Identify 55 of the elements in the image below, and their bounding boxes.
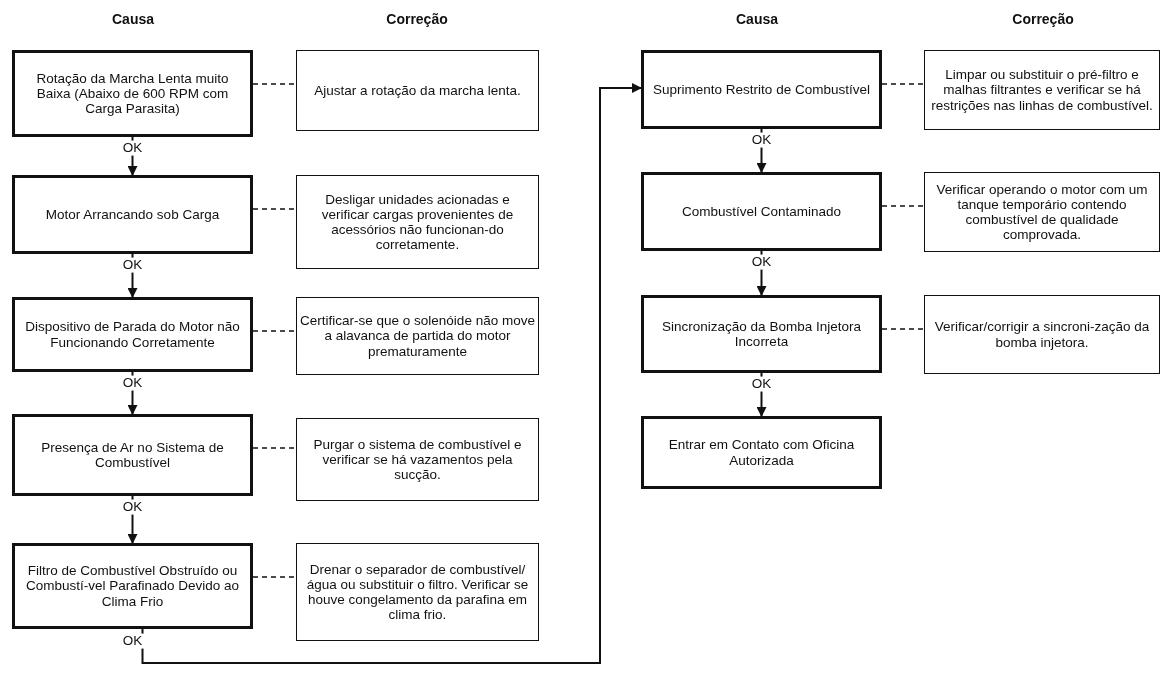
correction-box	[924, 50, 1160, 130]
dashed-connector	[881, 205, 925, 207]
cause-text: Entrar em Contato com Oficina Autorizada	[667, 437, 856, 468]
cause-text: Rotação da Marcha Lenta muito Baixa (Abaixo de 600 RPM com Carga Parasita)	[35, 70, 230, 117]
correction-text: Limpar ou substituir o pré-filtro e malhas filtrantes e verificar se há restrições nas linhas de combustível.	[930, 67, 1154, 113]
dashed-connector	[252, 576, 297, 578]
correction-box	[296, 297, 539, 375]
correction-box	[296, 543, 539, 641]
cause-box	[641, 172, 882, 251]
edge-label: OK	[120, 257, 145, 273]
column-header: Causa	[736, 11, 778, 27]
column-header: Correção	[1012, 11, 1074, 27]
cause-box	[12, 414, 253, 496]
correction-box	[924, 295, 1160, 374]
correction-text: Drenar o separador de combustível/água ou substituir o filtro. Verificar se houve congelamento da parafina em clima frio.	[305, 561, 530, 623]
dashed-connector	[881, 328, 925, 330]
cause-box	[12, 175, 253, 254]
correction-text: Verificar/corrigir a sincroni-zação da bomba injetora.	[933, 319, 1151, 350]
edge-label: OK	[120, 499, 145, 515]
dashed-connector	[881, 83, 925, 85]
correction-text: Verificar operando o motor com um tanque temporário contendo combustível de qualidade comprovada.	[935, 181, 1149, 243]
cause-text: Suprimento Restrito de Combustível	[653, 81, 870, 98]
cause-box	[12, 50, 253, 137]
cause-text: Sincronização da Bomba Injetora Incorreta	[661, 318, 862, 350]
cause-text: Dispositivo de Parada do Motor não Funcionando Corretamente	[24, 319, 241, 350]
dashed-connector	[252, 208, 297, 210]
dashed-connector	[252, 330, 297, 332]
cause-text: Motor Arrancando sob Carga	[45, 206, 220, 223]
column-header: Causa	[112, 11, 154, 27]
cause-box	[12, 543, 253, 629]
cause-box	[641, 295, 882, 373]
correction-box	[924, 172, 1160, 252]
edge-label: OK	[120, 375, 145, 391]
edge-label: OK	[749, 254, 774, 270]
cause-box	[641, 416, 882, 489]
correction-text: Desligar unidades acionadas e verificar cargas provenientes de acessórios não funcionan-do corretamente.	[320, 191, 515, 253]
dashed-connector	[252, 447, 297, 449]
cause-box	[641, 50, 882, 129]
column-header: Correção	[386, 11, 448, 27]
cause-box	[12, 297, 253, 372]
cause-text: Combustível Contaminado	[681, 203, 842, 220]
correction-box	[296, 175, 539, 269]
cause-text: Presença de Ar no Sistema de Combustível	[40, 439, 225, 471]
cause-text: Filtro de Combustível Obstruído ou Combustí-vel Parafinado Devido ao Clima Frio	[24, 563, 241, 609]
correction-text: Ajustar a rotação da marcha lenta.	[314, 82, 521, 99]
correction-text: Certificar-se que o solenóide não move a alavanca de partida do motor prematuramente	[300, 313, 535, 359]
edge-label: OK	[749, 132, 774, 148]
dashed-connector	[252, 83, 297, 85]
correction-box	[296, 50, 539, 131]
correction-box	[296, 418, 539, 501]
correction-text: Purgar o sistema de combustível e verificar se há vazamentos pela sucção.	[312, 436, 523, 483]
edge-label: OK	[120, 633, 145, 649]
edge-label: OK	[120, 140, 145, 156]
edge-label: OK	[749, 376, 774, 392]
arrow	[141, 83, 642, 664]
